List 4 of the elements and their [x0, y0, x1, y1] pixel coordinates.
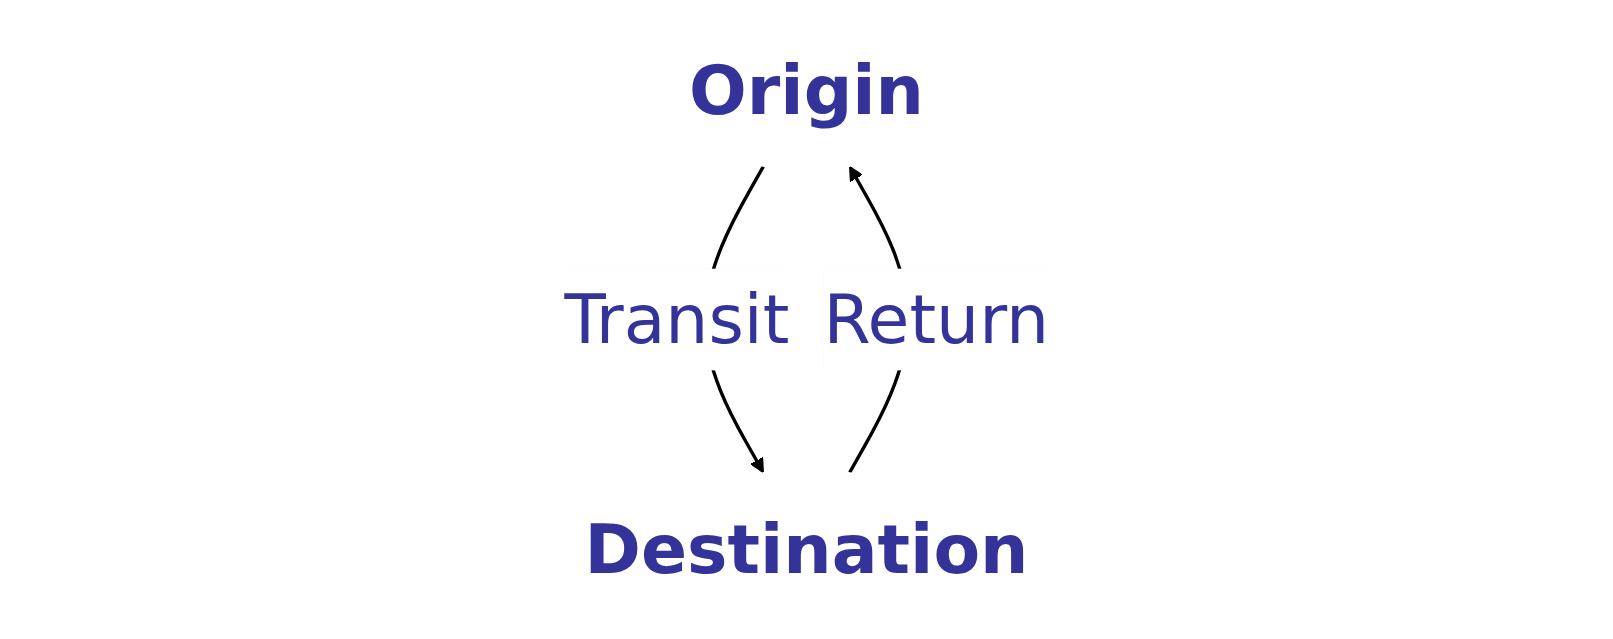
edge-label: Return — [823, 280, 1049, 359]
node-text: Origin — [689, 50, 924, 130]
node-text: Destination — [584, 509, 1029, 589]
edge-label: Transit — [564, 280, 790, 359]
